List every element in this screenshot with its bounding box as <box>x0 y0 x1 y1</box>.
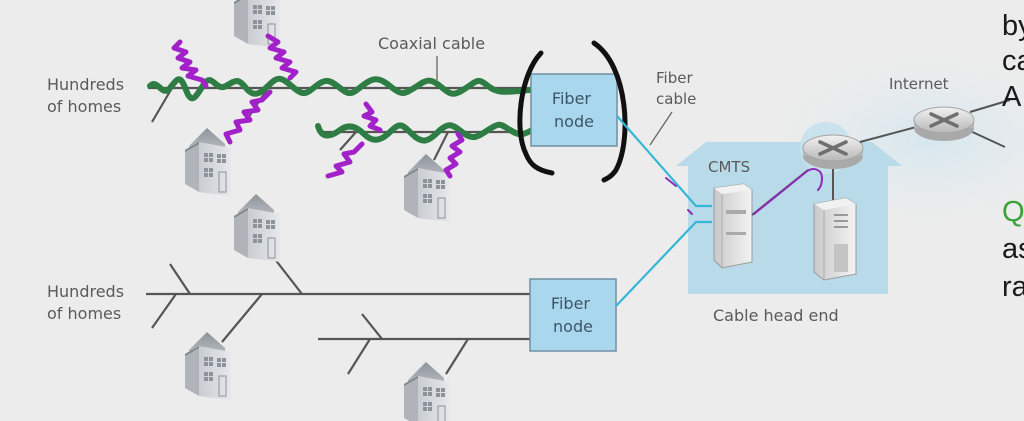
fiber-node-bottom <box>529 278 617 352</box>
top-coax-network: Coaxial cable Hundreds of homes Fiber no… <box>47 0 628 223</box>
drop-annotation-stroke <box>223 89 273 145</box>
cmts-router-annotation <box>753 168 824 215</box>
head-end-internet-link <box>859 125 921 143</box>
head-end-server <box>813 197 857 281</box>
fiber-node-top-label: Fiber node <box>552 89 596 131</box>
coax-annotation-stroke <box>315 121 539 144</box>
drop-annotation-stroke <box>265 33 299 81</box>
fiber-node-bottom-label: Fiber node <box>551 294 595 336</box>
cable-head-end-label: Cable head end <box>713 306 839 325</box>
slide-text-fragments: by ca A Q as ra <box>1002 10 1024 303</box>
drop-annotation-stroke <box>443 131 465 179</box>
fiber-annotation-mark <box>687 209 693 215</box>
slide-text-line: A <box>1002 81 1022 113</box>
hundreds-of-homes-label-bottom: Hundreds of homes <box>47 282 129 323</box>
slide-text-line: ra <box>1002 271 1024 303</box>
internet-link-out <box>969 99 1011 113</box>
coaxial-cable-label: Coaxial cable <box>378 34 485 53</box>
coax-branch <box>347 338 371 375</box>
coax-branch <box>433 131 449 161</box>
cable-head-end: CMTS Cable head end Fiber cable <box>615 69 902 325</box>
bracket-annotation-right <box>591 40 628 183</box>
coax-branch <box>361 313 383 340</box>
drop-annotation-stroke <box>171 39 209 89</box>
fiber-node-top <box>530 73 618 147</box>
router-icon <box>801 133 865 171</box>
drop-annotation-stroke <box>361 101 383 133</box>
question-marker: Q <box>1002 196 1024 228</box>
router-icon <box>912 105 976 143</box>
coax-branch <box>445 338 469 375</box>
fiber-cable-label: Fiber cable <box>656 69 697 108</box>
home-icon <box>403 361 451 421</box>
slide-text-line: ca <box>1002 45 1024 77</box>
bottom-coax-network: Hundreds of homes Fiber node <box>47 193 617 421</box>
fiber-annotation-mark <box>665 177 677 187</box>
hundreds-of-homes-label-top: Hundreds of homes <box>47 75 129 116</box>
internet-label: Internet <box>889 75 949 93</box>
slide-text-line: by <box>1002 10 1024 42</box>
coax-branch <box>273 257 303 295</box>
home-icon <box>403 153 451 223</box>
bracket-annotation-left <box>517 50 555 176</box>
fiber-cable-leader <box>649 111 673 146</box>
fiber-link-top <box>616 115 712 208</box>
cmts-server <box>713 183 753 269</box>
cmts-label: CMTS <box>708 158 750 176</box>
coax-branch <box>339 131 357 151</box>
slide-text-line: as <box>1002 233 1024 265</box>
home-icon <box>184 127 232 197</box>
coax-branch <box>221 293 263 343</box>
coax-branch <box>169 263 191 295</box>
drop-annotation-stroke <box>325 141 365 179</box>
internet-link-out <box>967 129 1006 148</box>
home-icon <box>233 193 281 263</box>
fiber-link-bottom <box>615 220 712 307</box>
coax-annotation-stroke <box>147 75 533 102</box>
coax-branch <box>151 87 173 123</box>
home-icon <box>184 331 232 401</box>
coax-branch <box>151 293 177 329</box>
